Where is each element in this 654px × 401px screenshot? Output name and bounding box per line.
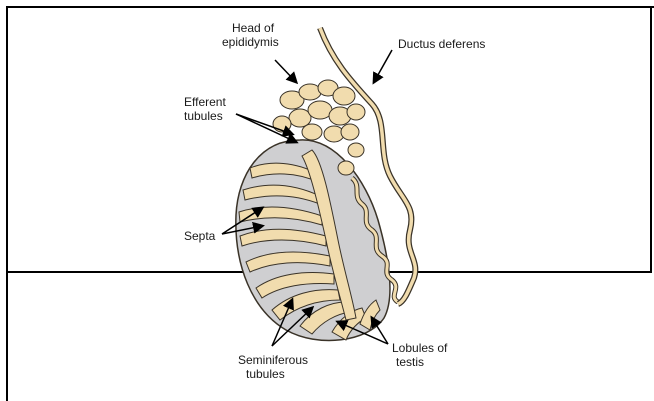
label-ductus-deferens: Ductus deferens: [398, 37, 485, 51]
label-seminiferous-2: tubules: [246, 367, 285, 381]
label-head-epididymis-2: epididymis: [222, 35, 279, 49]
leader-head-epididymis: [275, 60, 296, 82]
label-head-epididymis-1: Head of: [232, 21, 275, 35]
label-lobules-1: Lobules of: [392, 341, 448, 355]
label-efferent-2: tubules: [184, 109, 223, 123]
label-lobules-2: testis: [396, 355, 424, 369]
leader-ductus-deferens: [374, 50, 392, 82]
label-septa: Septa: [184, 229, 216, 243]
label-seminiferous-1: Seminiferous: [238, 353, 308, 367]
label-efferent-1: Efferent: [184, 95, 226, 109]
